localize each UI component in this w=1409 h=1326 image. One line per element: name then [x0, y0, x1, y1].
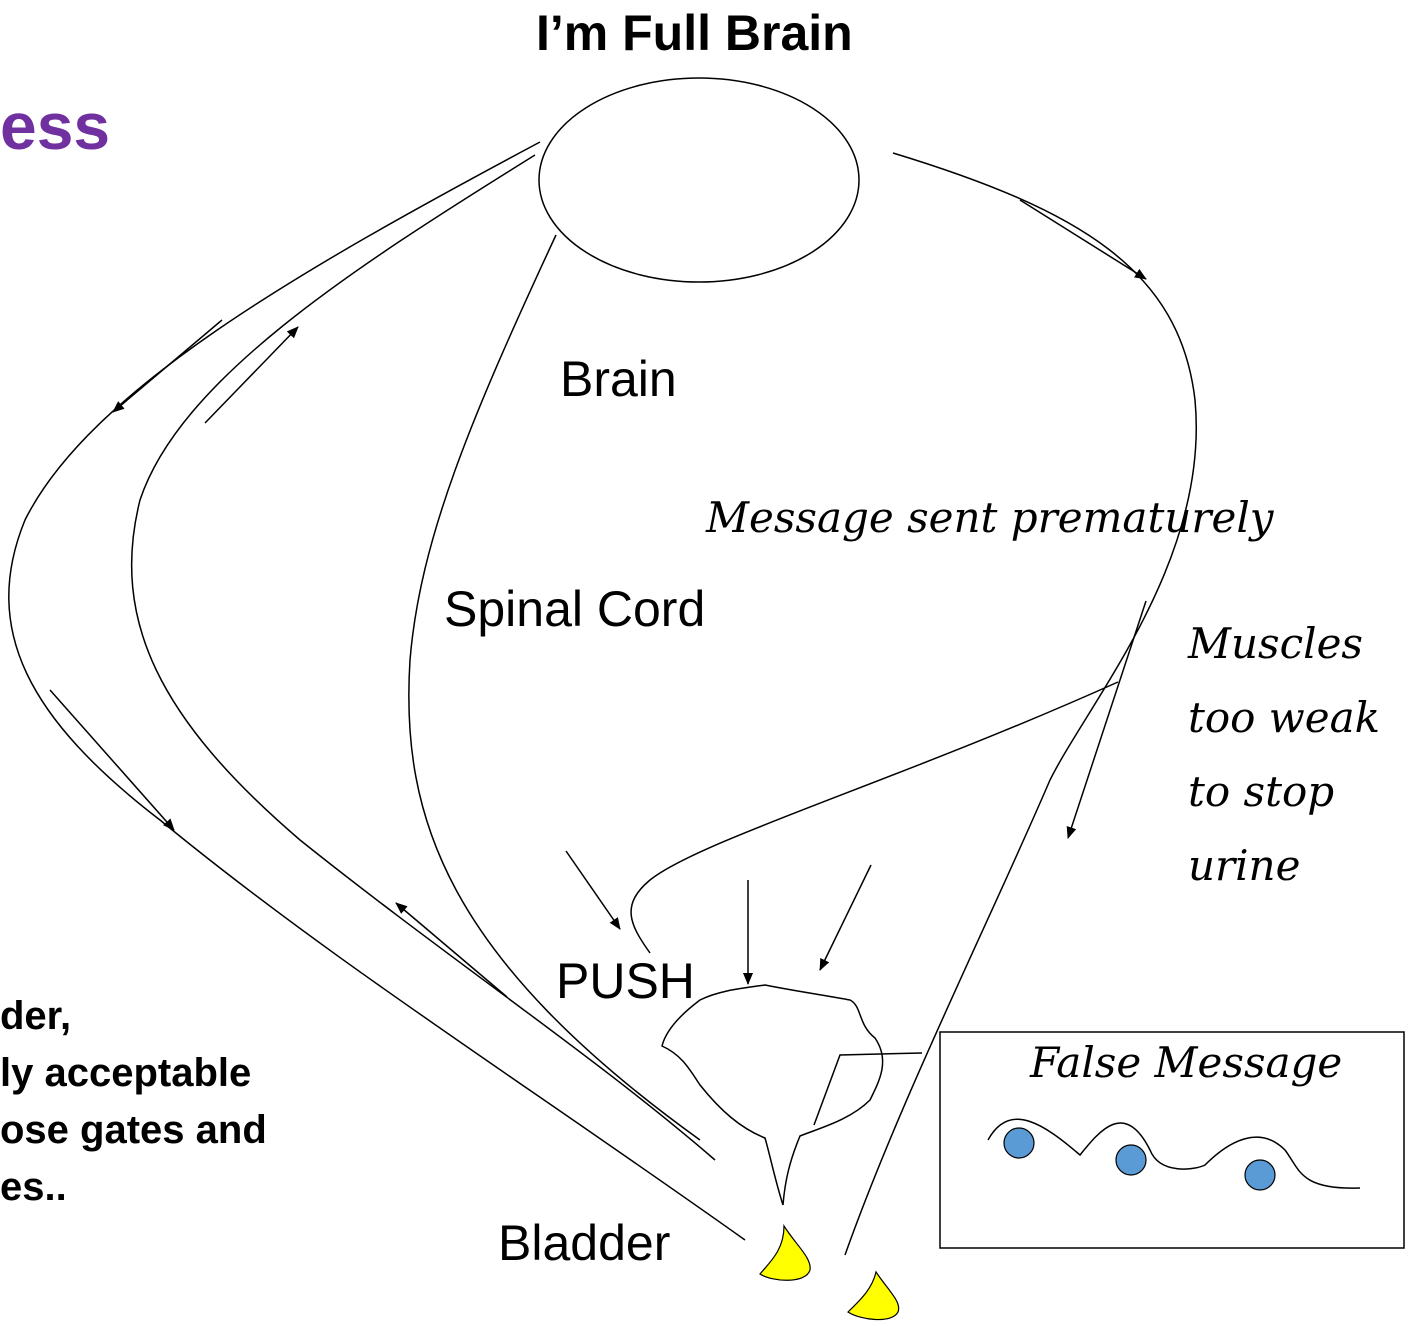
push-arrow-right — [820, 865, 871, 970]
body-text-line: es.. — [0, 1159, 267, 1216]
urine-drop-1 — [760, 1226, 810, 1280]
arrow-inner-lower — [396, 903, 507, 997]
false-message-label: False Message — [1030, 1038, 1342, 1087]
slide-heading-fragment: ess — [0, 88, 110, 164]
bladder-label: Bladder — [498, 1214, 670, 1272]
push-arrow-left — [566, 851, 620, 929]
signal-dot — [1245, 1160, 1275, 1190]
spinal-cord-label: Spinal Cord — [444, 580, 705, 638]
muscles-line: too weak — [1188, 681, 1408, 755]
muscles-line: urine — [1188, 829, 1408, 903]
muscle-message-path — [631, 682, 1118, 953]
muscles-label: Muscles too weak to stop urine — [1188, 607, 1408, 903]
message-sent-label: Message sent prematurely — [706, 493, 1274, 542]
false-message-wave — [988, 1119, 1360, 1188]
brain-ellipse — [539, 78, 859, 282]
body-text-line: ly acceptable — [0, 1045, 267, 1102]
left-body-text: der, ly acceptable ose gates and es.. — [0, 988, 267, 1216]
arrow-right-down — [1020, 200, 1146, 279]
right-nerve-path — [845, 153, 1196, 1255]
arrow-muscles — [1068, 601, 1146, 838]
body-text-line: ose gates and — [0, 1102, 267, 1159]
muscles-line: Muscles — [1188, 607, 1408, 681]
signal-dot — [1116, 1145, 1146, 1175]
brain-label: Brain — [560, 350, 677, 408]
diagram-title: I’m Full Brain — [536, 4, 853, 62]
muscles-line: to stop — [1188, 755, 1408, 829]
arrow-outer-lower — [50, 690, 174, 830]
signal-dot — [1004, 1128, 1034, 1158]
body-text-line: der, — [0, 988, 267, 1045]
arrow-inner-up — [205, 327, 298, 423]
push-label: PUSH — [556, 952, 695, 1010]
urine-drop-2 — [848, 1272, 899, 1320]
bladder-connector-line — [814, 1053, 922, 1125]
bladder-shape — [662, 985, 883, 1205]
